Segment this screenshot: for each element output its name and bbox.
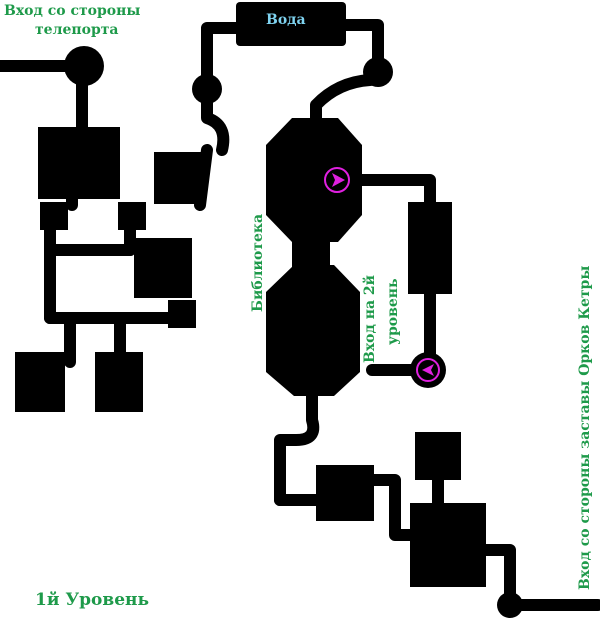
map-rooms xyxy=(15,2,523,618)
corridor xyxy=(479,544,516,604)
room xyxy=(134,238,192,298)
corridor xyxy=(339,19,384,68)
corridor xyxy=(339,174,436,211)
to-level2-label-line2: уровень xyxy=(385,278,401,345)
level-title: 1й Уровень xyxy=(35,590,149,610)
portal-marker-icon xyxy=(416,358,440,382)
room-node xyxy=(497,592,523,618)
room xyxy=(316,465,374,521)
corridor xyxy=(310,74,376,124)
room xyxy=(95,352,143,412)
room-node xyxy=(363,57,393,87)
room xyxy=(415,432,461,480)
room xyxy=(40,202,68,230)
portal-marker-icon xyxy=(324,167,350,193)
room xyxy=(15,352,65,412)
room xyxy=(168,300,196,328)
room-node xyxy=(192,74,222,104)
library-hall-lower xyxy=(266,265,360,396)
orc-outpost-entrance-label: Вход со стороны заставы Орков Кетры xyxy=(577,265,593,590)
corridor xyxy=(364,474,421,541)
room-node xyxy=(64,46,104,86)
library-hall-upper xyxy=(266,118,362,242)
corridor xyxy=(201,92,230,156)
corridor xyxy=(201,22,244,94)
water-room xyxy=(236,2,346,46)
to-level2-label-line1: Вход на 2й xyxy=(362,274,378,363)
room xyxy=(118,202,146,230)
water-label: Вода xyxy=(266,12,306,28)
library-label: Библиотека xyxy=(250,213,266,312)
room xyxy=(408,202,452,294)
corridor xyxy=(274,386,320,506)
teleport-entrance-label-line1: Вход со стороны xyxy=(4,3,141,19)
room xyxy=(410,503,486,587)
room xyxy=(38,127,120,199)
teleport-entrance-label-line2: телепорта xyxy=(35,22,119,38)
room xyxy=(154,152,204,204)
